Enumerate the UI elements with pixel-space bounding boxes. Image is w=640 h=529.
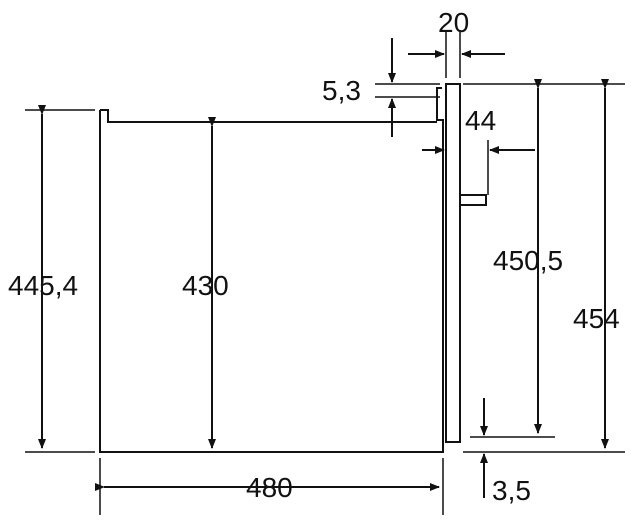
label-44: 44 — [465, 105, 496, 136]
label-3-5: 3,5 — [492, 475, 531, 506]
label-430: 430 — [182, 270, 229, 301]
label-450-5: 450,5 — [493, 245, 563, 276]
label-480: 480 — [246, 472, 293, 503]
top-recess-outline — [100, 109, 437, 123]
door-panel — [445, 83, 461, 443]
label-5-3: 5,3 — [322, 75, 361, 106]
label-454: 454 — [573, 303, 620, 334]
appliance-body-outline — [99, 87, 444, 453]
label-445-4: 445,4 — [8, 270, 78, 301]
label-20: 20 — [438, 7, 469, 38]
door-handle — [459, 194, 487, 206]
